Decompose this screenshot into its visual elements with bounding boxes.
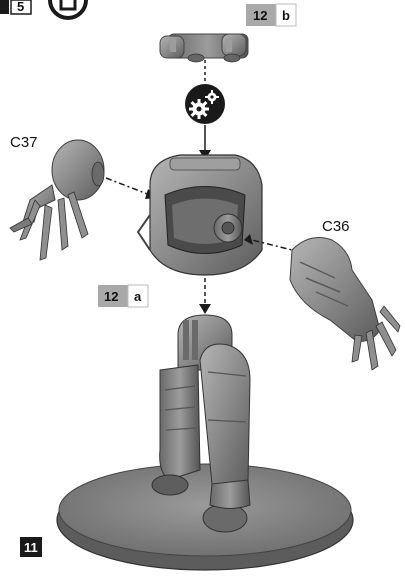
jetpack-part xyxy=(160,34,248,62)
top-left-step-number: 5 xyxy=(17,0,24,14)
callout-letter: a xyxy=(134,289,142,304)
rotate-icon xyxy=(50,0,86,18)
callout-number: 12 xyxy=(253,8,267,23)
sub-step-callout-top: 12 b xyxy=(246,4,296,26)
step-number: 11 xyxy=(24,540,38,555)
torso-part xyxy=(138,155,262,275)
callout-letter: b xyxy=(282,8,290,23)
step-number-badge: 11 xyxy=(20,537,42,557)
right-claw-part xyxy=(290,238,400,370)
callout-number: 12 xyxy=(104,289,118,304)
gears-icon xyxy=(185,84,225,124)
top-left-step-box: 5 xyxy=(0,0,31,14)
sub-step-callout-middle: 12 a xyxy=(98,285,148,307)
part-label-left: C37 xyxy=(10,134,38,151)
part-label-right: C36 xyxy=(322,218,350,235)
left-claw-part xyxy=(10,140,104,260)
arrow-to-legs xyxy=(199,278,211,314)
